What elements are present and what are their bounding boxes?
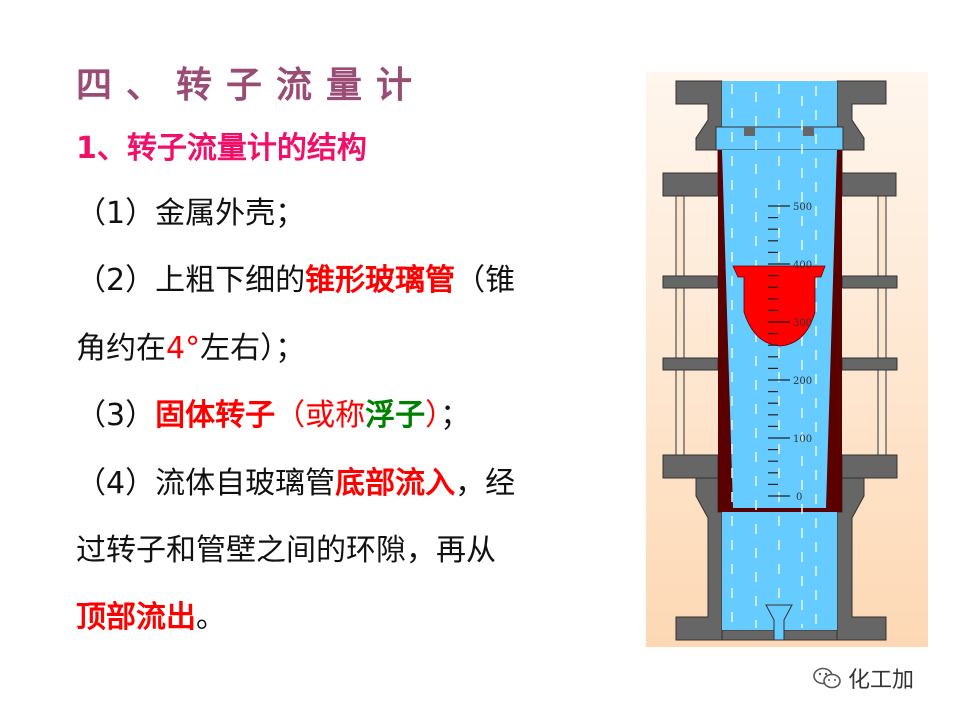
item-4-text-2: 过转子和管壁之间的环隙，再从 [76,533,496,568]
watermark: 化工加 [812,662,914,694]
item-4-highlight-1: 底部流入 [335,466,456,501]
item-4-text-cont: ，经 [455,466,516,501]
rotameter-diagram: 500 400 300 200 100 0 [646,72,928,647]
section-heading: 1、转子流量计的结构 [76,131,367,166]
item-4-line-3: 顶部流出。 [76,592,226,636]
item-3-alias: 浮子 [365,398,426,433]
bottom-stop [765,604,793,641]
float-rotor [732,265,826,347]
item-4-end: 。 [196,600,226,635]
item-3-highlight: 固体转子 [155,398,276,433]
scale-label-300: 300 [793,318,812,329]
scale-label-400: 400 [793,260,812,271]
scale-ticks [768,205,790,497]
item-2-text-cont: （锥 [455,263,516,298]
item-4-line-2: 过转子和管壁之间的环隙，再从 [76,525,496,569]
flow-streaks [731,84,817,628]
wechat-icon [813,667,841,689]
scale-label-200: 200 [793,376,812,387]
item-2-text: （2）上粗下细的 [76,263,306,298]
item-2-text-3: 左右）； [200,331,306,366]
item-3-alias-open: （或称 [275,398,366,433]
scale-labels: 500 400 300 200 100 0 [793,202,812,503]
scale-label-100: 100 [793,434,812,445]
item-2: （2）上粗下细的锥形玻璃管（锥 [76,255,515,299]
item-2-highlight: 锥形玻璃管 [305,263,456,298]
item-1-text: （1）金属外壳； [76,196,306,231]
cone-angle: 4° [166,331,201,366]
item-3-alias-close: ） [425,398,441,433]
item-4-highlight-2: 顶部流出 [76,600,196,635]
item-3-number: （3） [76,398,156,433]
item-1: （1）金属外壳； [76,188,305,232]
item-2-line-2: 角约在4°左右）； [76,323,305,367]
watermark-text: 化工加 [848,668,915,693]
item-4: （4）流体自玻璃管底部流入，经 [76,458,515,502]
scale-label-500: 500 [793,202,812,213]
slide-title: 四、转子流量计 [76,65,427,106]
item-2-text-2: 角约在 [76,331,166,366]
scale-label-0: 0 [796,492,802,503]
item-4-text: （4）流体自玻璃管 [76,466,336,501]
item-3-end: ； [440,398,471,433]
item-3: （3）固体转子（或称浮子）； [76,390,470,434]
